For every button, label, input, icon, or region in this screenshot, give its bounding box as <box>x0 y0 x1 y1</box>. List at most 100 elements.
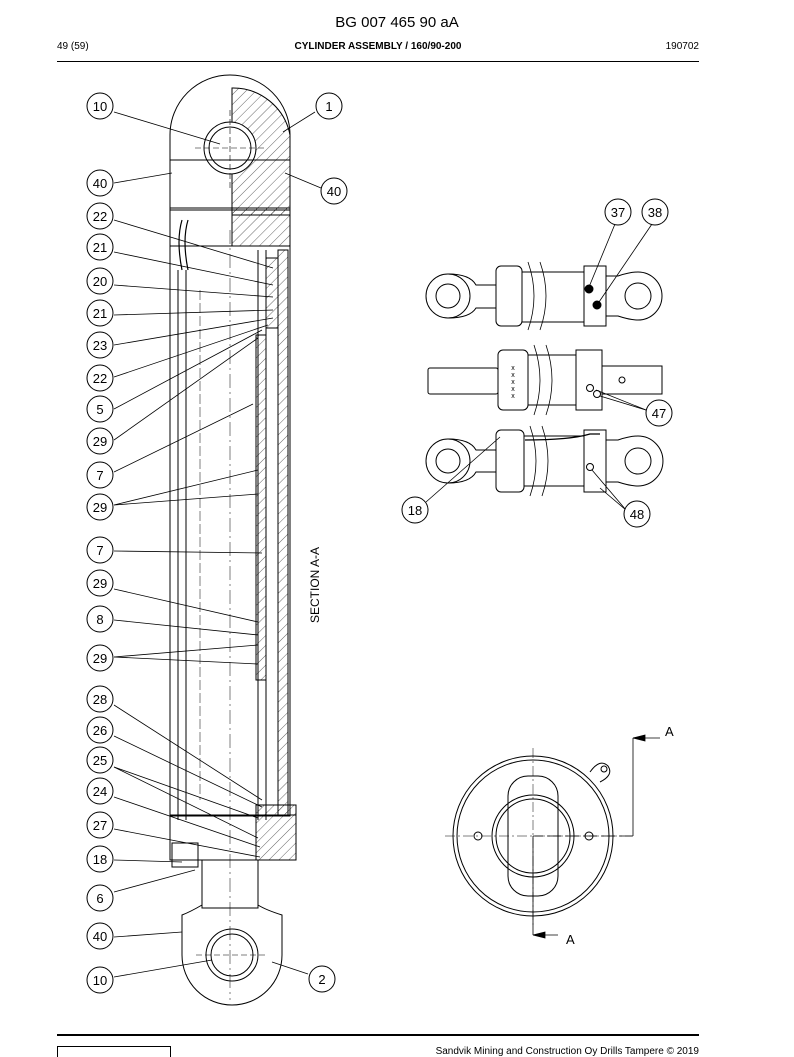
svg-text:10: 10 <box>93 973 107 988</box>
company-logo <box>57 1046 171 1057</box>
callout-29-third: 29 <box>86 569 114 597</box>
callout-group-main: 10 1 40 40 22 21 20 21 23 22 5 29 7 29 7… <box>86 92 348 994</box>
svg-text:48: 48 <box>630 507 644 522</box>
callout-37: 37 <box>604 198 632 226</box>
piston-rod <box>201 859 259 909</box>
svg-text:24: 24 <box>93 784 107 799</box>
piston-rod-hatch <box>255 334 267 681</box>
footer-copyright: Sandvik Mining and Construction Oy Drill… <box>435 1046 699 1057</box>
callout-40-right: 40 <box>320 177 348 205</box>
side-view-middle <box>427 344 663 416</box>
revision-date: 190702 <box>665 41 699 52</box>
section-cut-line <box>532 734 660 939</box>
leader-lines <box>113 111 322 978</box>
hose-pipe-top <box>178 219 183 271</box>
svg-text:28: 28 <box>93 692 107 707</box>
svg-text:18: 18 <box>408 503 422 518</box>
callout-21-bottom: 21 <box>86 299 114 327</box>
callout-18-left: 18 <box>86 845 114 873</box>
svg-text:26: 26 <box>93 723 107 738</box>
svg-text:6: 6 <box>96 891 103 906</box>
svg-text:7: 7 <box>96 468 103 483</box>
piston-hatch <box>265 257 279 329</box>
svg-text:10: 10 <box>93 99 107 114</box>
rod-end-fitting <box>171 842 199 868</box>
callout-20: 20 <box>86 267 114 295</box>
document-number: BG 007 465 90 aA <box>335 14 459 31</box>
section-mark-top: A <box>665 724 674 739</box>
callout-29-first: 29 <box>86 427 114 455</box>
svg-text:18: 18 <box>93 852 107 867</box>
svg-text:x: x <box>511 372 515 379</box>
svg-text:1: 1 <box>325 99 332 114</box>
callout-5: 5 <box>86 395 114 423</box>
svg-text:21: 21 <box>93 240 107 255</box>
engraving-marks: x x x x x <box>511 365 515 400</box>
header-row: 49 (59) CYLINDER ASSEMBLY / 160/90-200 1… <box>57 41 699 55</box>
callout-10-top: 10 <box>86 92 114 120</box>
callout-group-side: 37 38 47 18 48 <box>401 198 673 528</box>
svg-text:40: 40 <box>93 929 107 944</box>
svg-text:37: 37 <box>611 205 625 220</box>
svg-text:23: 23 <box>93 338 107 353</box>
svg-text:38: 38 <box>648 205 662 220</box>
callout-48: 48 <box>623 500 651 528</box>
end-view <box>445 748 632 926</box>
header-rule <box>57 61 699 62</box>
callout-22-top: 22 <box>86 202 114 230</box>
side-view-top <box>425 261 663 331</box>
callout-29-second: 29 <box>86 493 114 521</box>
head-eye-hatch <box>231 87 291 216</box>
cylinder-head-block <box>169 159 291 211</box>
callout-40-bottom: 40 <box>86 922 114 950</box>
page-number: 49 (59) <box>57 41 89 52</box>
svg-text:25: 25 <box>93 753 107 768</box>
callout-28: 28 <box>86 685 114 713</box>
cylinder-section-view <box>169 74 297 1006</box>
svg-text:7: 7 <box>96 543 103 558</box>
svg-text:x: x <box>511 393 515 400</box>
callout-7-first: 7 <box>86 461 114 489</box>
section-mark-bottom: A <box>566 932 575 947</box>
callout-26: 26 <box>86 716 114 744</box>
callout-7-second: 7 <box>86 536 114 564</box>
barrel-wall-hatch <box>277 249 289 816</box>
page-title: CYLINDER ASSEMBLY / 160/90-200 <box>294 41 462 52</box>
section-a-a-label: SECTION A-A <box>308 547 322 623</box>
svg-text:29: 29 <box>93 434 107 449</box>
svg-text:29: 29 <box>93 651 107 666</box>
callout-25: 25 <box>86 746 114 774</box>
callout-38: 38 <box>641 198 669 226</box>
side-view-leaders <box>425 223 653 511</box>
svg-text:5: 5 <box>96 402 103 417</box>
svg-text:x: x <box>511 379 515 386</box>
side-view-bottom <box>425 425 664 497</box>
callout-40-left: 40 <box>86 169 114 197</box>
callout-22-bottom: 22 <box>86 364 114 392</box>
callout-21-top: 21 <box>86 233 114 261</box>
svg-text:x: x <box>511 386 515 393</box>
callout-8: 8 <box>86 605 114 633</box>
svg-text:29: 29 <box>93 500 107 515</box>
callout-2: 2 <box>308 965 336 993</box>
callout-47: 47 <box>645 399 673 427</box>
svg-text:8: 8 <box>96 612 103 627</box>
callout-23: 23 <box>86 331 114 359</box>
svg-text:22: 22 <box>93 371 107 386</box>
svg-text:40: 40 <box>93 176 107 191</box>
callout-24: 24 <box>86 777 114 805</box>
svg-text:x: x <box>511 365 515 372</box>
callout-10-bottom: 10 <box>86 966 114 994</box>
head-eye-outline <box>169 74 291 215</box>
svg-text:20: 20 <box>93 274 107 289</box>
callout-1: 1 <box>315 92 343 120</box>
svg-text:2: 2 <box>318 972 325 987</box>
svg-text:22: 22 <box>93 209 107 224</box>
callout-29-fourth: 29 <box>86 644 114 672</box>
svg-text:29: 29 <box>93 576 107 591</box>
callout-27: 27 <box>86 811 114 839</box>
svg-text:21: 21 <box>93 306 107 321</box>
svg-text:40: 40 <box>327 184 341 199</box>
callout-6: 6 <box>86 884 114 912</box>
